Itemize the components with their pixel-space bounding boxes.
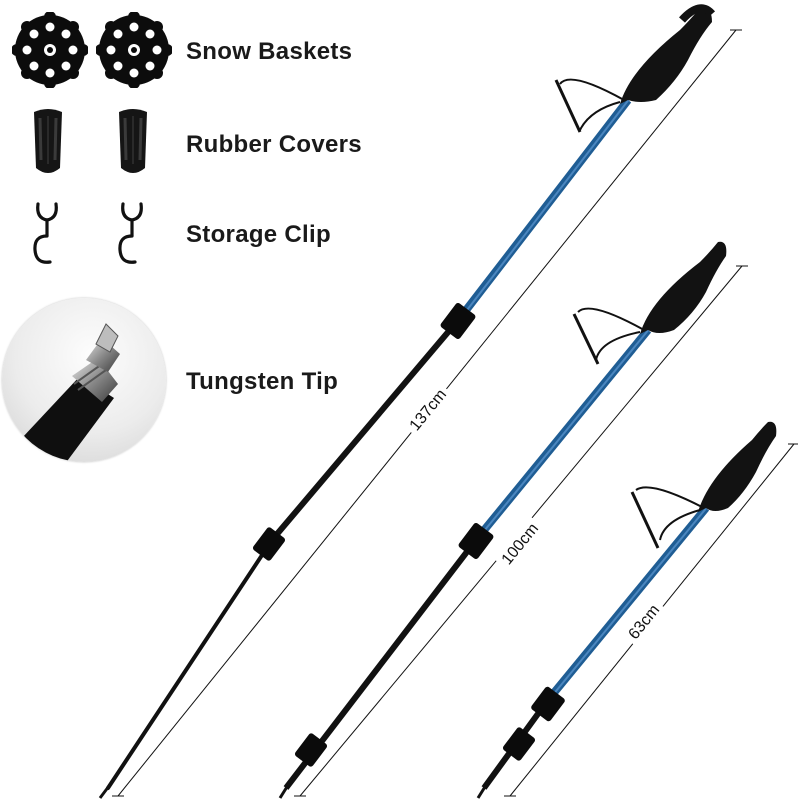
- snow-baskets-label: Snow Baskets: [186, 38, 353, 65]
- tungsten-tip-label: Tungsten Tip: [186, 368, 339, 395]
- storage-clip-icon: [33, 202, 58, 264]
- snow-basket-icon: [96, 12, 172, 88]
- storage-clip-label: Storage Clip: [186, 221, 331, 248]
- snow-basket-icon: [12, 12, 88, 88]
- rubber-cover-icon: [34, 109, 62, 173]
- rubber-covers-label: Rubber Covers: [186, 131, 362, 158]
- storage-clip-icon: [118, 202, 143, 264]
- rubber-cover-icon: [119, 109, 147, 173]
- tungsten-tip-icon: [2, 298, 166, 462]
